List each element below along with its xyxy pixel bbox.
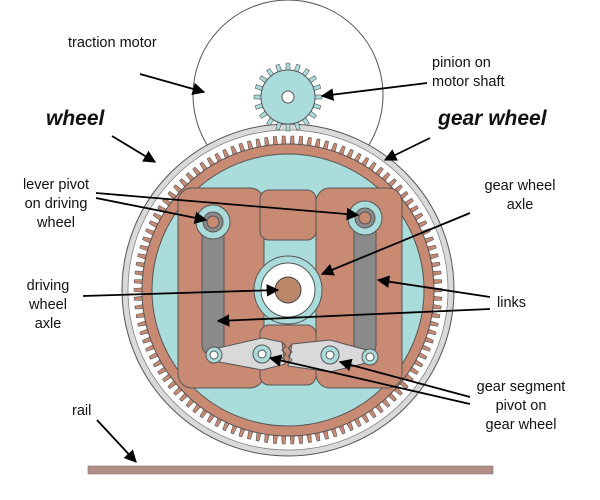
- label-gear-wheel: gear wheel: [438, 107, 547, 130]
- gear-segment-left: [205, 337, 287, 371]
- link-left: [201, 219, 225, 356]
- arrow-link-right: [376, 275, 491, 298]
- arrow-link-left: [216, 308, 491, 327]
- label-gear-axle-line1: gear wheel: [484, 178, 556, 194]
- label-links: links: [497, 295, 527, 311]
- label-pinion-line2: motor shaft: [432, 74, 505, 90]
- label-rail: rail: [72, 403, 92, 419]
- arrow-rail: [96, 419, 137, 463]
- label-lever-pivot-line2: on driving: [24, 196, 88, 212]
- arrow-traction-motor: [139, 73, 206, 95]
- label-lever-pivot-line3: wheel: [37, 215, 75, 231]
- label-gear-axle-line2: axle: [506, 197, 534, 213]
- rail: [87, 465, 494, 475]
- driving-wheel-axle: [274, 276, 302, 304]
- label-segment-line2: pivot on: [495, 398, 547, 414]
- arrow-gear-wheel-axle: [320, 212, 471, 276]
- label-traction-motor: traction motor: [68, 35, 157, 51]
- link-right: [353, 219, 377, 356]
- label-driving-axle-line1: driving: [26, 278, 70, 294]
- label-wheel: wheel: [46, 107, 105, 130]
- label-segment-line3: gear wheel: [485, 417, 557, 433]
- leader-arrows: [82, 73, 491, 463]
- arrow-lever-pivot-right: [95, 192, 360, 221]
- arrow-pinion: [320, 82, 428, 101]
- arrow-driving-axle: [82, 284, 280, 297]
- label-segment-line1: gear segment: [476, 379, 566, 395]
- label-driving-axle-line2: wheel: [29, 297, 67, 313]
- arrow-lever-pivot-left: [95, 197, 208, 224]
- arrow-gear-wheel: [383, 137, 431, 161]
- label-lever-pivot-line1: lever pivot: [22, 177, 90, 193]
- arrow-segment-pivot-left: [268, 354, 471, 405]
- arrow-segment-pivot-right: [338, 358, 471, 398]
- lever-pivot-left: [195, 204, 231, 240]
- label-driving-axle-line3: axle: [34, 316, 62, 332]
- label-pinion-line1: pinion on: [432, 55, 491, 71]
- arrow-wheel: [111, 135, 157, 163]
- motor-shaft: [281, 90, 295, 104]
- lever-pivot-right: [347, 200, 383, 236]
- window-top: [259, 189, 317, 241]
